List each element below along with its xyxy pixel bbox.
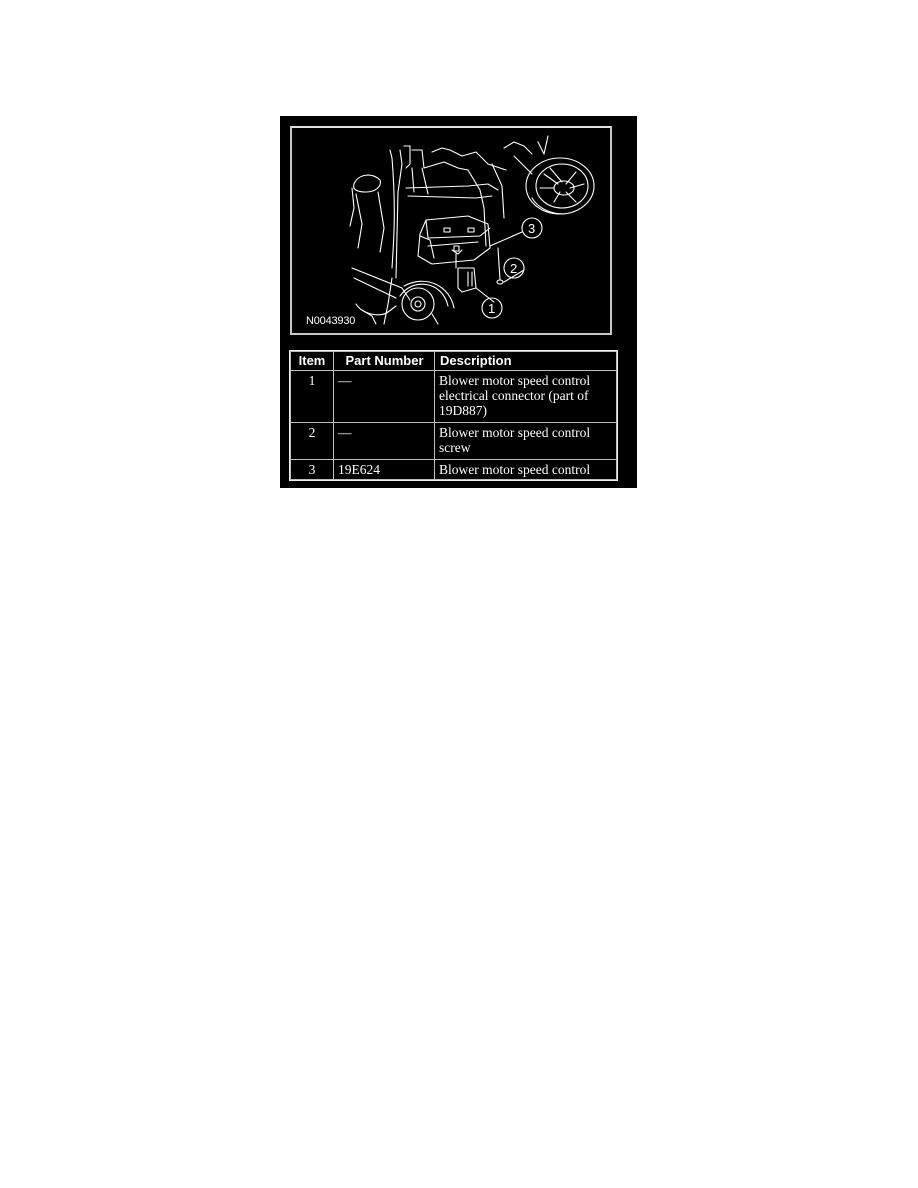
table-row: 1 — Blower motor speed control electrica… xyxy=(290,370,617,423)
svg-text:2: 2 xyxy=(510,261,517,276)
cell-item: 2 xyxy=(290,422,334,460)
diagram-figure: 3 2 1 N0043930 xyxy=(290,126,612,335)
parts-table: Item Part Number Description 1 — Blower … xyxy=(289,350,618,481)
header-item: Item xyxy=(290,351,334,371)
cell-item: 1 xyxy=(290,370,334,423)
table-row: 2 — Blower motor speed control screw xyxy=(290,422,617,460)
cell-description: Blower motor speed control xyxy=(434,459,617,480)
cell-part-number: 19E624 xyxy=(333,459,435,480)
svg-text:3: 3 xyxy=(528,221,535,236)
svg-text:1: 1 xyxy=(488,301,495,316)
cell-part-number: — xyxy=(333,422,435,460)
table-header-row: Item Part Number Description xyxy=(290,351,617,371)
cell-part-number: — xyxy=(333,370,435,423)
cell-item: 3 xyxy=(290,459,334,480)
cell-description: Blower motor speed control electrical co… xyxy=(434,370,617,423)
blower-motor-speed-control-illustration-icon: 3 2 1 xyxy=(349,135,595,325)
cell-description: Blower motor speed control screw xyxy=(434,422,617,460)
figure-id-label: N0043930 xyxy=(306,315,356,327)
header-part-number: Part Number xyxy=(333,351,435,371)
table-row: 3 19E624 Blower motor speed control xyxy=(290,459,617,480)
header-description: Description xyxy=(434,351,617,371)
figure-panel: 3 2 1 N0043930 Item Part Number Descript… xyxy=(280,116,637,488)
